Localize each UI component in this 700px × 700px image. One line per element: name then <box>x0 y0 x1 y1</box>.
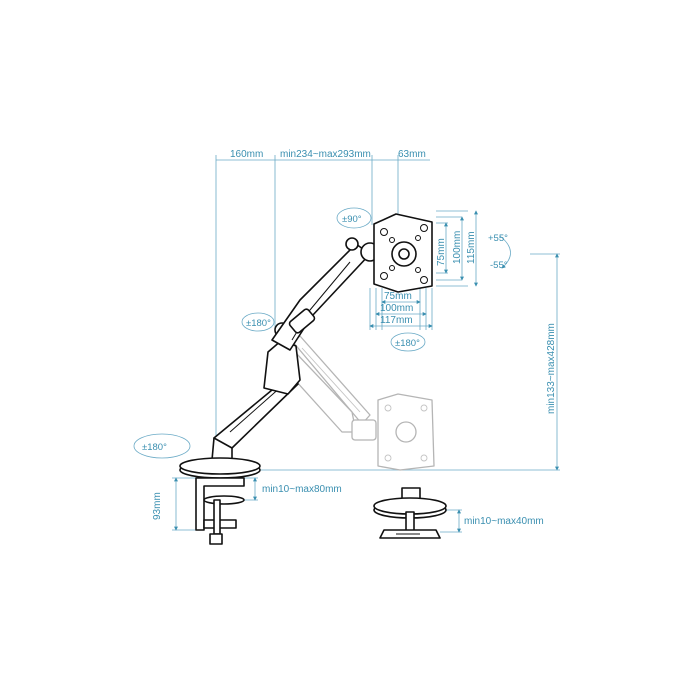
clamp-thickness-label: min10~max80mm <box>262 484 342 495</box>
rotation-indicators <box>133 207 511 459</box>
dimension-lines <box>172 155 560 533</box>
swivel-head-indicator <box>390 332 426 352</box>
swivel-elbow-indicator <box>241 312 275 332</box>
clamp-body <box>195 477 245 531</box>
clamp-height-label: 93mm <box>152 492 163 520</box>
monitor-arm <box>211 213 433 461</box>
swivel-base-label: ±180° <box>142 442 167 453</box>
rotate-90-indicator <box>336 207 372 229</box>
tilt-down-label: -55° <box>490 260 508 271</box>
vesa-h-75-label: 75mm <box>384 291 412 302</box>
vesa-v-115-label: 115mm <box>466 231 477 264</box>
grommet-thickness-label: min10~max40mm <box>464 516 544 527</box>
swivel-base-indicator <box>133 433 191 459</box>
rotate-90-label: ±90° <box>342 214 362 225</box>
arm-reach-label: 160mm <box>230 149 263 160</box>
labels: 160mm min234~max293mm 63mm ±90° +55° -55… <box>142 149 557 527</box>
arm-extension-label: min234~max293mm <box>280 149 371 160</box>
swivel-elbow-label: ±180° <box>246 318 271 329</box>
clamp-knob <box>209 533 223 545</box>
head-depth-label: 63mm <box>398 149 426 160</box>
tilt-up-label: +55° <box>488 233 508 244</box>
vesa-h-117-label: 117mm <box>380 315 413 326</box>
desk-clamp <box>179 457 261 545</box>
grommet-mount <box>373 487 447 539</box>
vesa-v-100-label: 100mm <box>452 231 463 264</box>
height-range-label: min133~max428mm <box>546 323 557 414</box>
vesa-h-100-label: 100mm <box>380 303 413 314</box>
elbow-joint <box>263 339 301 395</box>
swivel-head-label: ±180° <box>395 338 420 349</box>
vesa-v-75-label: 75mm <box>436 238 447 266</box>
tilt-indicator <box>499 235 511 269</box>
ghost-arm <box>285 335 435 471</box>
